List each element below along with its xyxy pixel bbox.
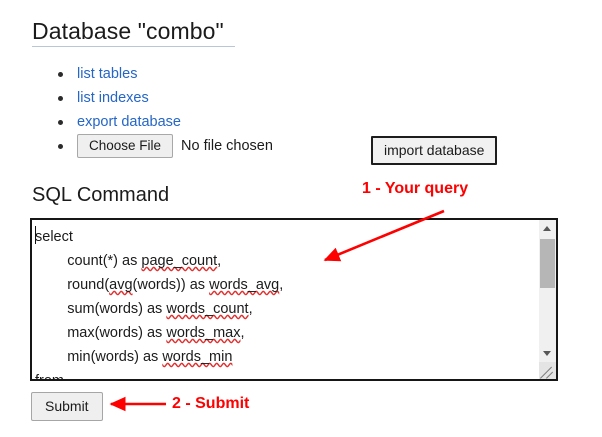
- sql-command-textarea[interactable]: select count(*) as page_count, round(avg…: [30, 218, 558, 381]
- text-caret: [35, 226, 36, 244]
- choose-file-button[interactable]: Choose File: [77, 134, 174, 158]
- bullet-icon: [58, 96, 63, 101]
- annotation-submit: 2 - Submit: [172, 395, 250, 412]
- list-item: list tables: [56, 62, 273, 86]
- file-upload-row: Choose File No file chosen: [77, 134, 273, 158]
- link-export-database[interactable]: export database: [77, 114, 181, 130]
- link-list-indexes[interactable]: list indexes: [77, 90, 149, 106]
- database-actions-list: list tables list indexes export database…: [56, 62, 273, 158]
- sql-command-heading: SQL Command: [32, 184, 170, 206]
- scroll-up-arrow-icon[interactable]: [539, 220, 556, 237]
- page-title: Database "combo": [32, 18, 224, 44]
- list-item: export database: [56, 110, 273, 134]
- bullet-icon: [58, 72, 63, 77]
- textarea-vertical-scrollbar[interactable]: [538, 220, 556, 379]
- file-chosen-status: No file chosen: [181, 138, 273, 154]
- list-item: list indexes: [56, 86, 273, 110]
- import-database-button[interactable]: import database: [371, 136, 498, 165]
- annotation-your-query: 1 - Your query: [362, 180, 469, 197]
- sql-query-text[interactable]: select count(*) as page_count, round(avg…: [35, 229, 284, 381]
- scroll-down-arrow-icon[interactable]: [539, 345, 556, 362]
- title-underline-rule: [32, 46, 235, 47]
- bullet-icon: [58, 120, 63, 125]
- list-item: Choose File No file chosen: [56, 134, 273, 158]
- scrollbar-thumb[interactable]: [540, 239, 555, 288]
- link-list-tables[interactable]: list tables: [77, 66, 138, 82]
- submit-button[interactable]: Submit: [31, 392, 103, 421]
- bullet-icon: [58, 144, 63, 149]
- textarea-resize-grip[interactable]: [539, 362, 556, 379]
